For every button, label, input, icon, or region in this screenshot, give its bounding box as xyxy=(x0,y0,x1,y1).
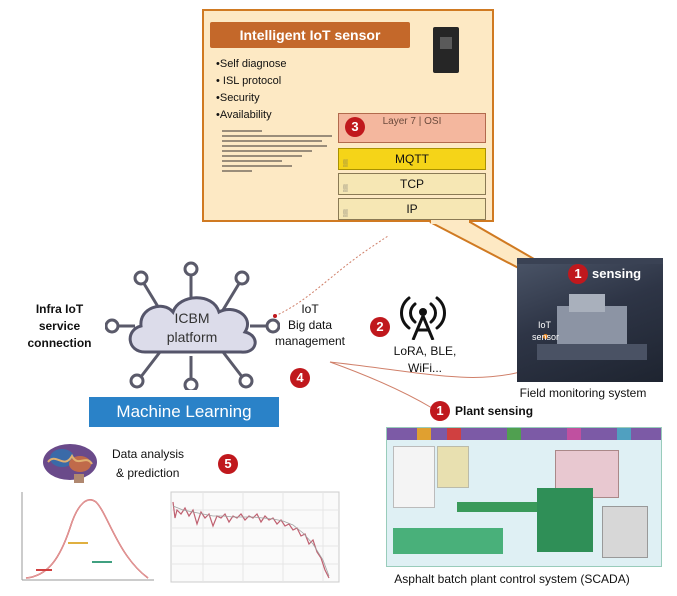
brain-icon xyxy=(43,444,97,483)
layer-osi-label: Layer 7 | OSI xyxy=(382,116,442,127)
badge-1-plant: 1 xyxy=(430,401,450,421)
callout-title: Intelligent IoT sensor xyxy=(210,22,410,48)
badge-4: 4 xyxy=(290,368,310,388)
bullet-isl-protocol: • ISL protocol xyxy=(216,75,282,87)
analysis-label-1: Data analysis xyxy=(112,447,185,461)
layer-tcp: ▒TCP xyxy=(338,173,486,195)
layer-ip-label: IP xyxy=(406,202,418,216)
sensing-label: sensing xyxy=(592,266,642,281)
bullet-availability: •Availability xyxy=(216,109,272,121)
layer-ip: ▒IP xyxy=(338,198,486,220)
bigdata-label-1: IoT xyxy=(301,302,319,316)
badge-5: 5 xyxy=(218,454,238,474)
bullet-security: •Security xyxy=(216,92,260,104)
badge-1-sensing: 1 xyxy=(568,264,588,284)
badge-2: 2 xyxy=(370,317,390,337)
icbm-cloud-icon xyxy=(105,261,280,390)
bigdata-label-2: Big data xyxy=(287,318,333,332)
sensor-device-image xyxy=(433,27,459,73)
badge-3: 3 xyxy=(345,117,365,137)
layer-mqtt: ▒MQTT xyxy=(338,148,486,170)
iot-sensor-label-1: IoT xyxy=(538,320,552,330)
timeseries-plot-thumbnail xyxy=(170,491,340,583)
field-monitoring-photo xyxy=(517,258,663,382)
field-monitoring-caption: Field monitoring system xyxy=(519,386,647,400)
wireless-label-2: WiFi... xyxy=(408,361,442,375)
layer-mqtt-label: MQTT xyxy=(395,152,429,166)
wireless-label-1: LoRA, BLE, xyxy=(393,344,457,358)
infra-label-2: service xyxy=(38,319,81,333)
distribution-plot-thumbnail xyxy=(21,492,154,581)
scada-caption: Asphalt batch plant control system (SCAD… xyxy=(394,572,630,586)
iot-sensor-label-2: sensor xyxy=(532,332,560,342)
scada-screenshot xyxy=(386,427,662,567)
machine-learning-banner: Machine Learning xyxy=(89,397,279,427)
antenna-tower-icon xyxy=(400,296,446,340)
fine-print-text xyxy=(222,130,342,190)
infra-label-1: Infra IoT xyxy=(35,302,84,316)
platform-label-2: platform xyxy=(166,329,218,345)
bigdata-label-3: management xyxy=(274,334,346,348)
platform-label-1: ICBM xyxy=(174,310,210,326)
plant-sensing-label: Plant sensing xyxy=(455,404,534,418)
infra-label-3: connection xyxy=(27,336,92,350)
bullet-self-diagnose: •Self diagnose xyxy=(216,58,287,70)
analysis-label-2: & prediction xyxy=(116,466,180,480)
layer-tcp-label: TCP xyxy=(400,177,424,191)
